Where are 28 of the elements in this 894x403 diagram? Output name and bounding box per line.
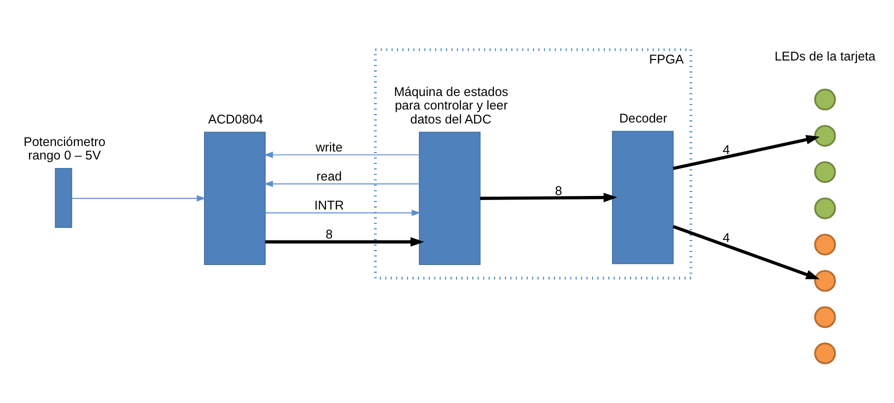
edge-label: 4 (722, 142, 730, 157)
arrow (265, 236, 424, 246)
node-circle (814, 342, 836, 364)
label: LEDs de la tarjeta (774, 48, 876, 63)
edge-label: 4 (722, 230, 730, 245)
arrow (71, 194, 206, 202)
node-circle (814, 88, 836, 110)
edge-label: write (316, 140, 343, 154)
arrow (264, 151, 420, 158)
arrow (264, 180, 420, 187)
node-circle (814, 160, 836, 182)
node-circle (814, 306, 836, 328)
node-circle (814, 233, 836, 255)
edge-label: 8 (326, 226, 333, 241)
node-label: Potenciómetro rango 0 – 5V (24, 134, 106, 162)
node-circle (814, 196, 836, 219)
arrow (264, 209, 421, 216)
node-label: ACD0804 (208, 112, 264, 126)
node-label: Máquina de estados para controlar y leer datos del ADC (394, 84, 508, 126)
edge-label: 8 (554, 183, 562, 198)
node-circle (814, 124, 836, 146)
node-circle (814, 270, 836, 292)
arrow (480, 192, 618, 202)
node-label: Decoder (619, 110, 668, 125)
edge-label: INTR (314, 198, 344, 212)
edge-label: read (316, 168, 342, 183)
arrow (672, 224, 820, 279)
arrow (672, 134, 820, 170)
